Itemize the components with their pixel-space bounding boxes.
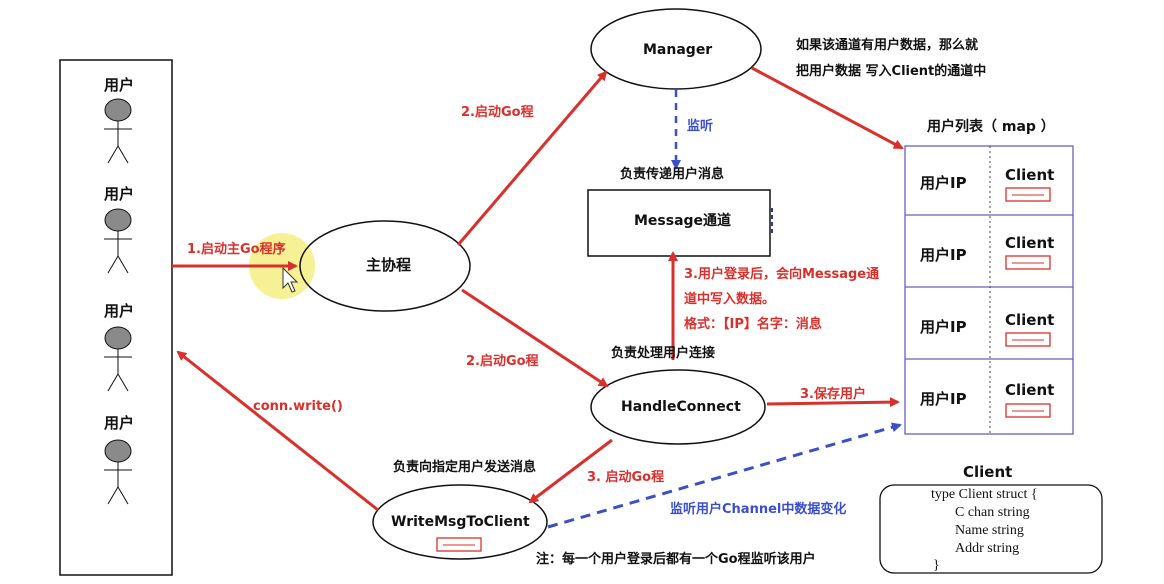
handle-connect-caption: 负责处理用户连接	[611, 346, 716, 361]
arrow-start-writer	[528, 438, 613, 504]
user-figure-3	[104, 326, 132, 392]
client-struct-box	[879, 484, 1103, 574]
manager-note-line1: 如果该通道有用户数据，那么就	[796, 38, 979, 53]
user-ip-cell-4: 用户IP	[920, 390, 967, 408]
manager-node	[590, 8, 762, 90]
handle-connect-label: HandleConnect	[621, 399, 741, 415]
client-mini-box-3	[1005, 332, 1051, 347]
user-label-2: 用户	[104, 185, 135, 203]
client-struct-line-3: Name string	[955, 523, 1024, 538]
label-start-writer: 3. 启动Go程	[587, 470, 665, 485]
message-channel-caption: 负责传递用户消息	[620, 167, 725, 182]
label-login-write-1: 3.用户登录后，会向Message通	[684, 267, 880, 282]
user-label-4: 用户	[104, 414, 135, 432]
client-struct-line-1: type Client struct {	[931, 487, 1038, 502]
label-login-format: 格式：【IP】名字：消息	[684, 317, 822, 332]
cursor-icon	[282, 266, 299, 293]
write-msg-label: WriteMsgToClient	[391, 514, 530, 530]
writer-mini-box	[436, 537, 482, 552]
user-ip-cell-2: 用户IP	[920, 246, 967, 264]
label-start-handle: 2.启动Go程	[466, 354, 539, 369]
client-struct-title: Client	[963, 463, 1013, 481]
main-goroutine-label: 主协程	[366, 256, 412, 274]
label-save-user: 3.保存用户	[800, 387, 866, 402]
users-panel	[59, 59, 173, 576]
client-cell-4: Client	[1005, 381, 1055, 399]
user-figure-2	[104, 208, 132, 274]
client-struct-line-4: Addr string	[955, 541, 1020, 556]
message-channel-node	[587, 189, 771, 257]
user-list-title: 用户列表（ map ）	[927, 119, 1055, 135]
write-msg-node	[372, 484, 548, 560]
client-cell-3: Client	[1005, 311, 1055, 329]
arrow-start-manager	[456, 70, 608, 246]
label-conn-write: conn.write()	[253, 399, 343, 414]
write-msg-caption: 负责向指定用户发送消息	[393, 460, 537, 475]
arrow-save-user	[766, 397, 900, 408]
user-ip-cell-3: 用户IP	[920, 318, 967, 336]
client-struct-line-2: C chan string	[955, 505, 1030, 520]
user-ip-cell-1: 用户IP	[920, 174, 967, 192]
footnote: 注：每一个用户登录后都有一个Go程监听该用户	[536, 552, 816, 567]
client-cell-2: Client	[1005, 234, 1055, 252]
user-label-3: 用户	[104, 302, 135, 320]
user-figure-4	[104, 439, 132, 505]
client-mini-box-1	[1005, 187, 1051, 202]
user-figure-1	[104, 98, 132, 164]
manager-note-line2: 把用户数据 写入Client的通道中	[796, 64, 987, 79]
label-start-main: 1.启动主Go程序	[187, 242, 286, 257]
client-mini-box-4	[1005, 403, 1051, 418]
label-listen: 监听	[687, 119, 714, 134]
message-channel-label: Message通道	[634, 213, 732, 229]
user-list-table	[904, 145, 1074, 435]
label-login-write-2: 道中写入数据。	[684, 292, 776, 307]
label-listen-channel: 监听用户Channel中数据变化	[670, 502, 847, 517]
client-mini-box-2	[1005, 255, 1051, 270]
manager-label: Manager	[643, 42, 713, 58]
arrow-manager-to-list	[751, 66, 904, 150]
arrow-conn-write	[176, 350, 379, 512]
arrow-start-handle	[461, 288, 609, 388]
client-cell-1: Client	[1005, 166, 1055, 184]
label-start-manager: 2.启动Go程	[461, 105, 534, 120]
client-struct-line-5: }	[933, 558, 940, 573]
main-goroutine-node	[299, 220, 471, 312]
user-label-1: 用户	[104, 76, 135, 94]
handle-connect-node	[590, 369, 766, 445]
